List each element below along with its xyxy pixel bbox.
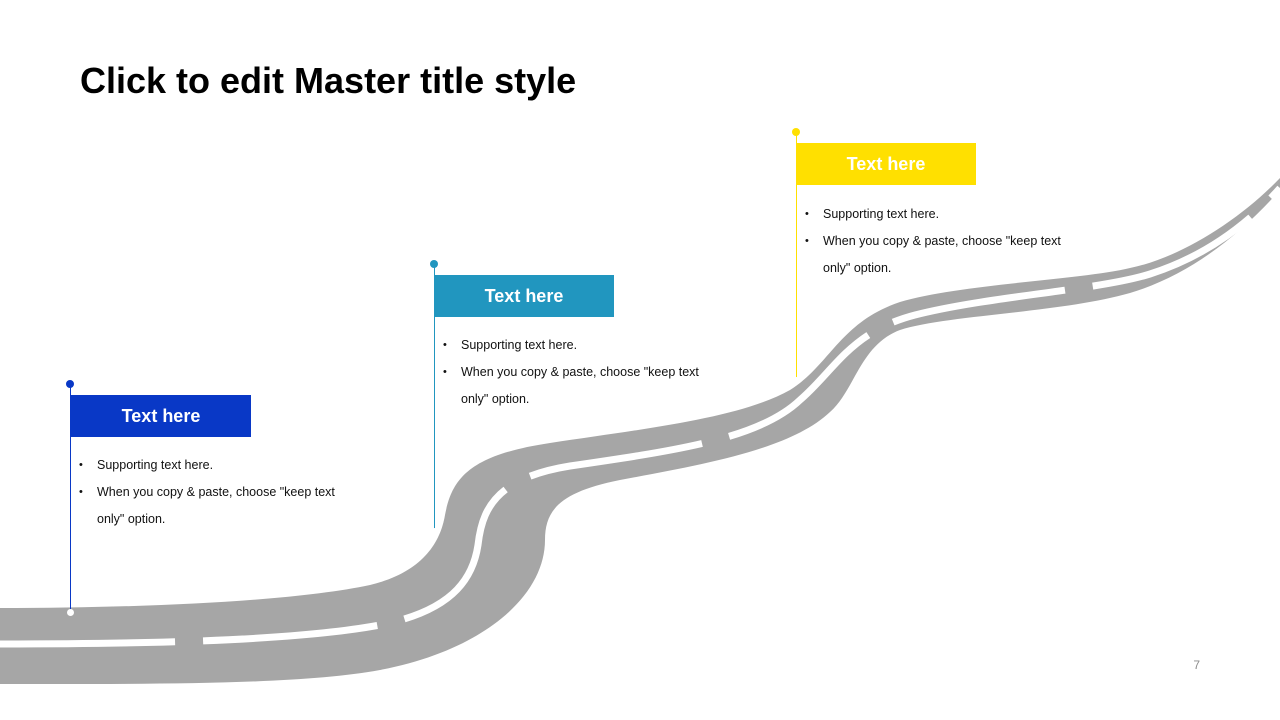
milestone-3-flag[interactable]: Text here: [796, 143, 976, 185]
milestone-2-pin-icon: [430, 260, 438, 268]
milestone-1-anchor-icon: [67, 609, 74, 616]
slide-number: 7: [1193, 658, 1200, 672]
milestone-3-pin-icon: [792, 128, 800, 136]
page-title[interactable]: Click to edit Master title style: [80, 60, 577, 101]
bullet-item[interactable]: Supporting text here.: [805, 201, 1088, 228]
bullet-item[interactable]: When you copy & paste, choose "keep text…: [443, 359, 726, 413]
bullet-item[interactable]: Supporting text here.: [79, 452, 362, 479]
milestone-3-heading: Text here: [846, 153, 926, 174]
milestone-1-bullets: Supporting text here. When you copy & pa…: [79, 452, 362, 533]
milestone-2-flag[interactable]: Text here: [434, 275, 614, 317]
milestone-2-anchor-icon: [431, 528, 438, 535]
bullet-item[interactable]: When you copy & paste, choose "keep text…: [79, 479, 362, 533]
milestone-2-bullets: Supporting text here. When you copy & pa…: [443, 332, 726, 413]
milestone-3-pole: [796, 132, 797, 381]
milestone-2-heading: Text here: [484, 285, 564, 306]
milestone-1-pole: [70, 384, 71, 612]
milestone-1-flag[interactable]: Text here: [71, 395, 251, 437]
milestone-1-pin-icon: [66, 380, 74, 388]
bullet-item[interactable]: Supporting text here.: [443, 332, 726, 359]
milestone-1-heading: Text here: [121, 405, 201, 426]
road-lane-marking: [0, 185, 1280, 648]
milestone-2-pole: [434, 264, 435, 532]
bullet-item[interactable]: When you copy & paste, choose "keep text…: [805, 228, 1088, 282]
milestone-3-bullets: Supporting text here. When you copy & pa…: [805, 201, 1088, 282]
milestone-3-anchor-icon: [793, 377, 800, 384]
